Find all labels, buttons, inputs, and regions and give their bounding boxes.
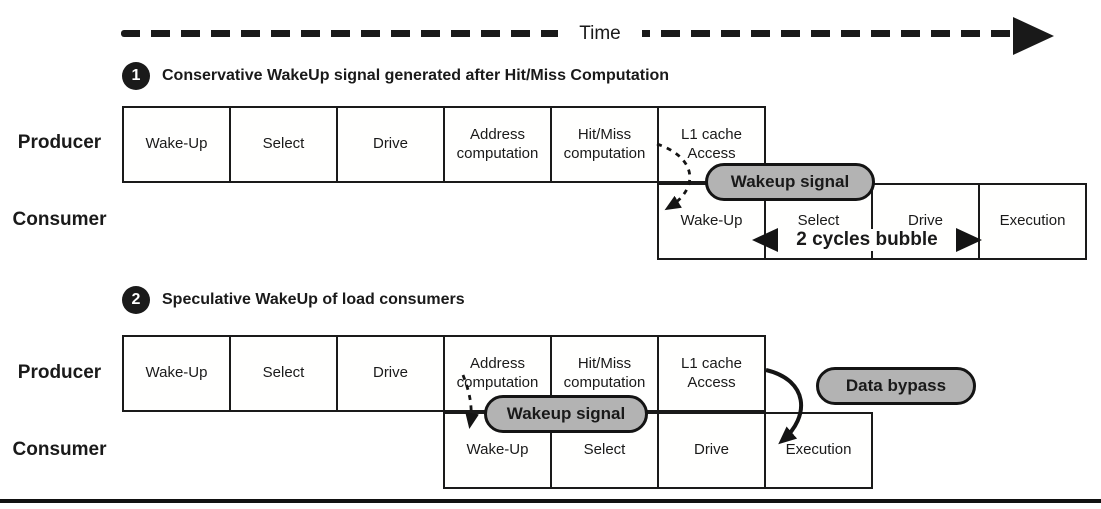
pipeline-stage-cell: Drive <box>336 335 445 412</box>
section-2-consumer-label: Consumer <box>12 439 107 460</box>
section-1-producer-row: Wake-Up Select Drive Address computation… <box>122 106 766 183</box>
two-cycles-bubble-annotation: 2 cycles bubble <box>752 227 982 253</box>
time-axis-label: Time <box>558 20 642 48</box>
time-axis-arrowhead-icon <box>1013 17 1054 55</box>
pipeline-stage-cell: L1 cache Access <box>657 335 766 412</box>
pipeline-stage-cell: Select <box>229 106 338 183</box>
wakeup-signal-bubble-1: Wakeup signal <box>705 163 875 201</box>
two-cycles-bubble-text: 2 cycles bubble <box>795 229 939 251</box>
wakeup-signal-bubble-2: Wakeup signal <box>484 395 648 433</box>
pipeline-stage-cell: Execution <box>978 183 1087 260</box>
section-1-number-badge: 1 <box>122 62 150 90</box>
section-2-producer-row: Wake-Up Select Drive Address computation… <box>122 335 766 412</box>
left-arrowhead-icon <box>752 228 778 252</box>
section-1-producer-label: Producer <box>17 132 102 153</box>
bottom-rule <box>0 499 1101 503</box>
section-2-title: Speculative WakeUp of load consumers <box>162 291 465 308</box>
right-arrowhead-icon <box>955 228 982 252</box>
section-2-producer-label: Producer <box>17 362 102 383</box>
pipeline-stage-cell: Execution <box>764 412 873 489</box>
section-1-title: Conservative WakeUp signal generated aft… <box>162 67 670 84</box>
section-2-number-badge: 2 <box>122 286 150 314</box>
pipeline-stage-cell: Select <box>229 335 338 412</box>
pipeline-stage-cell: Hit/Miss computation <box>550 335 659 412</box>
data-bypass-bubble: Data bypass <box>816 367 976 405</box>
pipeline-stage-cell: Hit/Miss computation <box>550 106 659 183</box>
pipeline-stage-cell: Drive <box>657 412 766 489</box>
pipeline-stage-cell: Wake-Up <box>122 106 231 183</box>
pipeline-stage-cell: Address computation <box>443 106 552 183</box>
pipeline-stage-cell: Drive <box>336 106 445 183</box>
pipeline-stage-cell: Wake-Up <box>122 335 231 412</box>
section-1-consumer-label: Consumer <box>12 209 107 230</box>
